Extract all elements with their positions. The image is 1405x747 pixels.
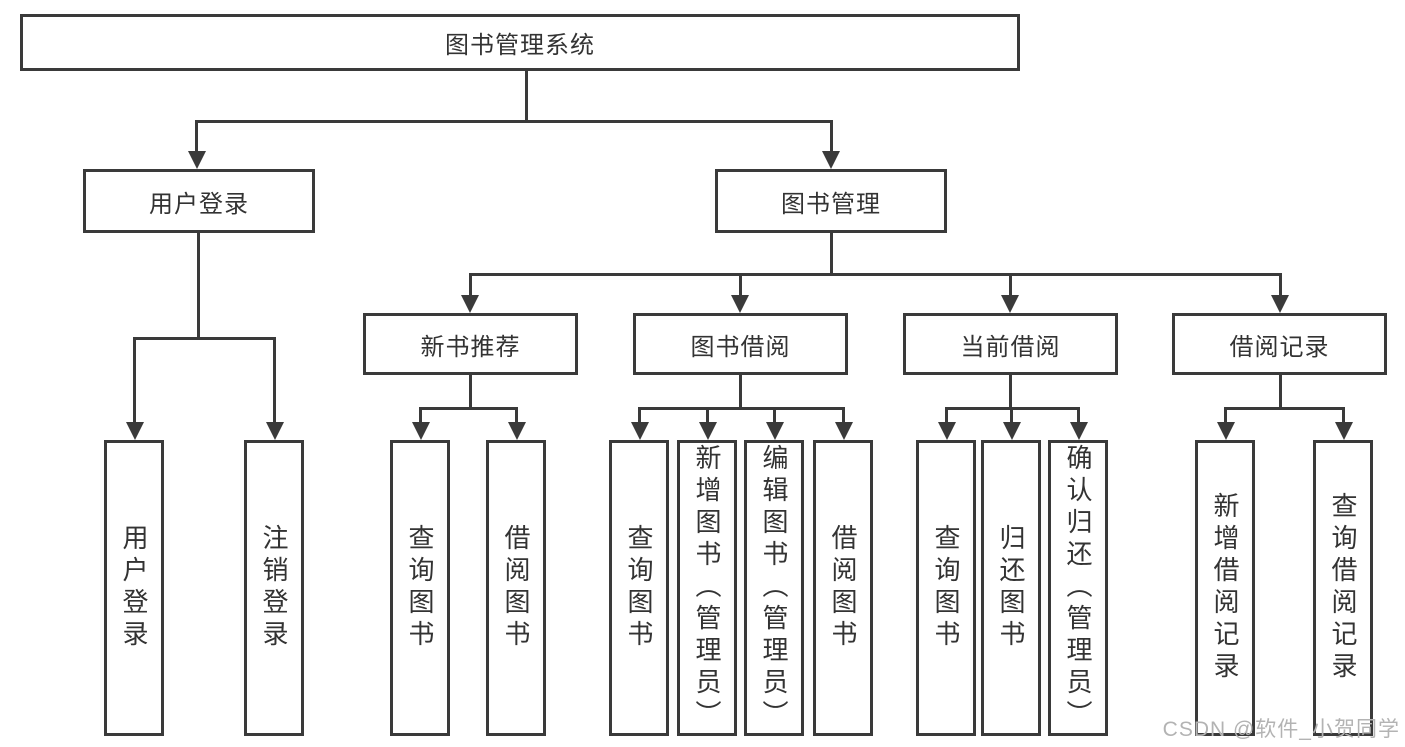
leaf-cb-query-books-label: 查询图书 bbox=[931, 524, 961, 652]
connector-current-borrow-arrow-stem bbox=[1009, 273, 1012, 297]
connector-book-management-arrow-stem bbox=[830, 120, 833, 153]
arrow-down-icon bbox=[938, 422, 956, 440]
arrow-down-icon bbox=[1001, 295, 1019, 313]
node-current-borrow-label: 当前借阅 bbox=[960, 333, 1061, 361]
connector-borrow-records-arrow-stem bbox=[1279, 273, 1282, 297]
connector-book-borrow-splitter bbox=[638, 407, 845, 410]
connector-root-stem bbox=[525, 70, 528, 123]
connector-leaf-arrow-stem bbox=[1077, 407, 1080, 424]
connector-leaf-arrow-stem bbox=[1010, 407, 1013, 424]
arrow-down-icon bbox=[766, 422, 784, 440]
connector-leaf-arrow-stem bbox=[773, 407, 776, 424]
leaf-user-login-label: 用户登录 bbox=[119, 524, 149, 652]
connector-leaf-arrow-stem bbox=[706, 407, 709, 424]
leaf-bb-borrow-books: 借阅图书 bbox=[813, 440, 873, 736]
connector-new-book-arrow-stem bbox=[469, 273, 472, 297]
leaf-cb-confirm-return-label: 确认归还（管理员） bbox=[1063, 444, 1093, 732]
node-book-management-label: 图书管理 bbox=[781, 190, 881, 218]
node-user-login-label: 用户登录 bbox=[149, 190, 249, 218]
node-root-label: 图书管理系统 bbox=[445, 32, 595, 59]
leaf-nb-borrow-books-label: 借阅图书 bbox=[501, 524, 531, 652]
node-root: 图书管理系统 bbox=[20, 14, 1020, 71]
connector-book-borrow-down-stem bbox=[739, 375, 742, 410]
arrow-down-icon bbox=[1335, 422, 1353, 440]
connector-user-login-splitter bbox=[133, 337, 276, 340]
node-borrow-records: 借阅记录 bbox=[1172, 313, 1387, 375]
arrow-down-icon bbox=[188, 151, 206, 169]
connector-new-book-splitter bbox=[419, 407, 518, 410]
connector-user-login-down-stem bbox=[197, 233, 200, 340]
leaf-bb-query-books: 查询图书 bbox=[609, 440, 669, 736]
leaf-bb-add-books: 新增图书（管理员） bbox=[677, 440, 737, 736]
connector-borrow-records-splitter bbox=[1224, 407, 1345, 410]
arrow-down-icon bbox=[1271, 295, 1289, 313]
node-book-borrow: 图书借阅 bbox=[633, 313, 848, 375]
connector-leaf-arrow-stem bbox=[515, 407, 518, 424]
node-current-borrow: 当前借阅 bbox=[903, 313, 1118, 375]
connector-level2-splitter bbox=[195, 120, 833, 123]
node-borrow-records-label: 借阅记录 bbox=[1229, 333, 1330, 361]
arrow-down-icon bbox=[1070, 422, 1088, 440]
leaf-logout-label: 注销登录 bbox=[259, 524, 289, 652]
connector-book-management-down-stem bbox=[830, 233, 833, 276]
leaf-user-login: 用户登录 bbox=[104, 440, 164, 736]
connector-leaf-arrow-stem bbox=[638, 407, 641, 424]
arrow-down-icon bbox=[1217, 422, 1235, 440]
arrow-down-icon bbox=[822, 151, 840, 169]
arrow-down-icon bbox=[126, 422, 144, 440]
leaf-bb-query-books-label: 查询图书 bbox=[624, 524, 654, 652]
leaf-nb-query-books: 查询图书 bbox=[390, 440, 450, 736]
leaf-cb-return-books: 归还图书 bbox=[981, 440, 1041, 736]
leaf-br-query-record-label: 查询借阅记录 bbox=[1328, 492, 1358, 684]
leaf-br-add-record: 新增借阅记录 bbox=[1195, 440, 1255, 736]
connector-current-borrow-down-stem bbox=[1009, 375, 1012, 410]
connector-ul-leaf2-arrow-stem bbox=[273, 337, 276, 424]
connector-borrow-records-down-stem bbox=[1279, 375, 1282, 410]
arrow-down-icon bbox=[266, 422, 284, 440]
csdn-watermark: CSDN @软件_小贺同学 bbox=[1162, 718, 1400, 741]
leaf-logout: 注销登录 bbox=[244, 440, 304, 736]
connector-leaf-arrow-stem bbox=[945, 407, 948, 424]
arrow-down-icon bbox=[461, 295, 479, 313]
connector-leaf-arrow-stem bbox=[419, 407, 422, 424]
leaf-bb-edit-books-label: 编辑图书（管理员） bbox=[759, 444, 789, 732]
node-book-management: 图书管理 bbox=[715, 169, 947, 233]
leaf-br-query-record: 查询借阅记录 bbox=[1313, 440, 1373, 736]
connector-level3-splitter bbox=[469, 273, 1282, 276]
leaf-cb-query-books: 查询图书 bbox=[916, 440, 976, 736]
leaf-nb-borrow-books: 借阅图书 bbox=[486, 440, 546, 736]
arrow-down-icon bbox=[508, 422, 526, 440]
connector-new-book-down-stem bbox=[469, 375, 472, 410]
connector-user-login-arrow-stem bbox=[195, 120, 198, 153]
node-user-login: 用户登录 bbox=[83, 169, 315, 233]
arrow-down-icon bbox=[631, 422, 649, 440]
connector-ul-leaf1-arrow-stem bbox=[133, 337, 136, 424]
arrow-down-icon bbox=[1003, 422, 1021, 440]
connector-leaf-arrow-stem bbox=[842, 407, 845, 424]
arrow-down-icon bbox=[835, 422, 853, 440]
leaf-bb-borrow-books-label: 借阅图书 bbox=[828, 524, 858, 652]
node-new-book-recommend: 新书推荐 bbox=[363, 313, 578, 375]
connector-leaf-arrow-stem bbox=[1224, 407, 1227, 424]
leaf-bb-add-books-label: 新增图书（管理员） bbox=[692, 444, 722, 732]
node-book-borrow-label: 图书借阅 bbox=[690, 333, 791, 361]
leaf-nb-query-books-label: 查询图书 bbox=[405, 524, 435, 652]
arrow-down-icon bbox=[731, 295, 749, 313]
leaf-cb-return-books-label: 归还图书 bbox=[996, 524, 1026, 652]
leaf-cb-confirm-return: 确认归还（管理员） bbox=[1048, 440, 1108, 736]
leaf-bb-edit-books: 编辑图书（管理员） bbox=[744, 440, 804, 736]
leaf-br-add-record-label: 新增借阅记录 bbox=[1210, 492, 1240, 684]
arrow-down-icon bbox=[412, 422, 430, 440]
connector-book-borrow-arrow-stem bbox=[739, 273, 742, 297]
arrow-down-icon bbox=[699, 422, 717, 440]
connector-leaf-arrow-stem bbox=[1342, 407, 1345, 424]
node-new-book-recommend-label: 新书推荐 bbox=[420, 333, 521, 361]
